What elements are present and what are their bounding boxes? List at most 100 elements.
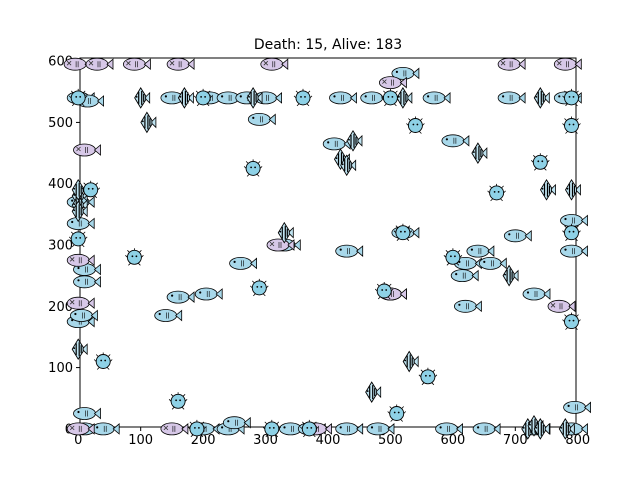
fish-point xyxy=(335,244,364,258)
pufferfish-point xyxy=(487,183,506,202)
dead-fish-point xyxy=(73,143,101,157)
fish-point xyxy=(222,416,251,430)
fish-point xyxy=(70,309,98,322)
fish-point xyxy=(247,113,276,126)
fish-point xyxy=(435,422,464,436)
pufferfish-point xyxy=(406,116,425,134)
fish-point xyxy=(166,290,195,304)
fish-point xyxy=(366,422,395,436)
x-tick-label: 800 xyxy=(565,433,590,448)
pufferfish-point xyxy=(168,392,188,410)
fish-point xyxy=(154,309,183,322)
fish-point xyxy=(73,407,101,420)
fish-point xyxy=(472,422,501,436)
pufferfish-point xyxy=(68,229,88,248)
dead-fish-point xyxy=(66,253,95,267)
y-tick-label: 200 xyxy=(48,300,73,315)
x-tick-label: 100 xyxy=(128,433,153,448)
pufferfish-point xyxy=(125,248,144,266)
fish-point xyxy=(497,91,526,105)
dead-fish-point xyxy=(497,57,526,71)
pufferfish-point xyxy=(187,419,207,438)
series-pufferfish xyxy=(68,88,581,438)
fish-point xyxy=(466,244,495,258)
dead-fish-point xyxy=(547,299,576,313)
x-tick-label: 700 xyxy=(503,433,528,448)
dead-fish-point xyxy=(85,57,114,71)
pufferfish-point xyxy=(250,278,269,297)
x-tick-label: 0 xyxy=(74,433,82,448)
angelfish-point xyxy=(471,142,488,164)
y-tick-label: 300 xyxy=(48,239,73,254)
y-tick-label: 100 xyxy=(48,361,73,376)
y-tick-label: 400 xyxy=(48,177,73,192)
x-tick-label: 300 xyxy=(253,433,278,448)
fish-point xyxy=(563,400,591,414)
plot-area xyxy=(63,57,591,440)
fish-point xyxy=(453,299,482,313)
pufferfish-point xyxy=(562,116,581,134)
angelfish-point xyxy=(365,381,382,403)
dead-fish-point xyxy=(66,296,95,310)
dead-fish-point xyxy=(378,76,407,89)
fish-point xyxy=(335,422,364,436)
y-tick-label: 500 xyxy=(48,116,73,131)
pufferfish-point xyxy=(562,223,581,241)
angelfish-point xyxy=(558,418,575,440)
pufferfish-point xyxy=(68,88,88,107)
angelfish-point xyxy=(71,200,88,223)
pufferfish-point xyxy=(293,88,313,107)
dead-fish-point xyxy=(553,57,582,71)
angelfish-point xyxy=(340,154,357,177)
fish-point xyxy=(91,422,120,436)
pufferfish-point xyxy=(531,153,550,171)
fish-point xyxy=(73,275,101,289)
dead-fish-point xyxy=(122,57,151,71)
pufferfish-point xyxy=(562,312,581,330)
dead-fish-point xyxy=(160,422,189,436)
angelfish-point xyxy=(533,418,550,440)
pufferfish-point xyxy=(381,88,400,107)
angelfish-point xyxy=(246,87,263,109)
chart-title: Death: 15, Alive: 183 xyxy=(254,37,402,53)
x-tick-label: 400 xyxy=(316,433,341,448)
pufferfish-point xyxy=(374,282,394,300)
pufferfish-point xyxy=(81,180,100,199)
angelfish-point xyxy=(71,338,88,361)
dead-fish-point xyxy=(260,57,289,71)
fish-point xyxy=(422,91,451,105)
angelfish-point xyxy=(502,264,519,287)
angelfish-point xyxy=(134,87,151,109)
fish-point xyxy=(229,256,258,270)
fish-point xyxy=(522,287,551,301)
dead-fish-point xyxy=(66,422,95,436)
angelfish-point xyxy=(564,178,581,201)
series-angelfish xyxy=(71,87,581,440)
angelfish-point xyxy=(402,350,419,373)
x-tick-label: 500 xyxy=(378,433,403,448)
pufferfish-point xyxy=(443,248,463,266)
angelfish-point xyxy=(177,87,194,109)
angelfish-point xyxy=(140,111,157,134)
fish-point xyxy=(329,91,357,105)
pufferfish-point xyxy=(300,419,319,438)
fish-point xyxy=(478,256,507,270)
fish-point xyxy=(450,269,479,283)
angelfish-point xyxy=(346,129,363,152)
x-tick-label: 600 xyxy=(440,433,465,448)
fish-point xyxy=(560,244,588,258)
fish-point xyxy=(441,134,470,148)
dead-fish-point xyxy=(166,57,195,71)
fish-point xyxy=(391,67,420,80)
x-tick-label: 200 xyxy=(191,433,216,448)
angelfish-point xyxy=(533,87,550,109)
pufferfish-point xyxy=(393,223,413,241)
pufferfish-point xyxy=(387,404,406,422)
pufferfish-point xyxy=(262,419,282,438)
angelfish-point xyxy=(277,221,294,244)
pufferfish-point xyxy=(562,88,581,107)
fish-point xyxy=(560,214,588,227)
pufferfish-point xyxy=(418,367,438,386)
